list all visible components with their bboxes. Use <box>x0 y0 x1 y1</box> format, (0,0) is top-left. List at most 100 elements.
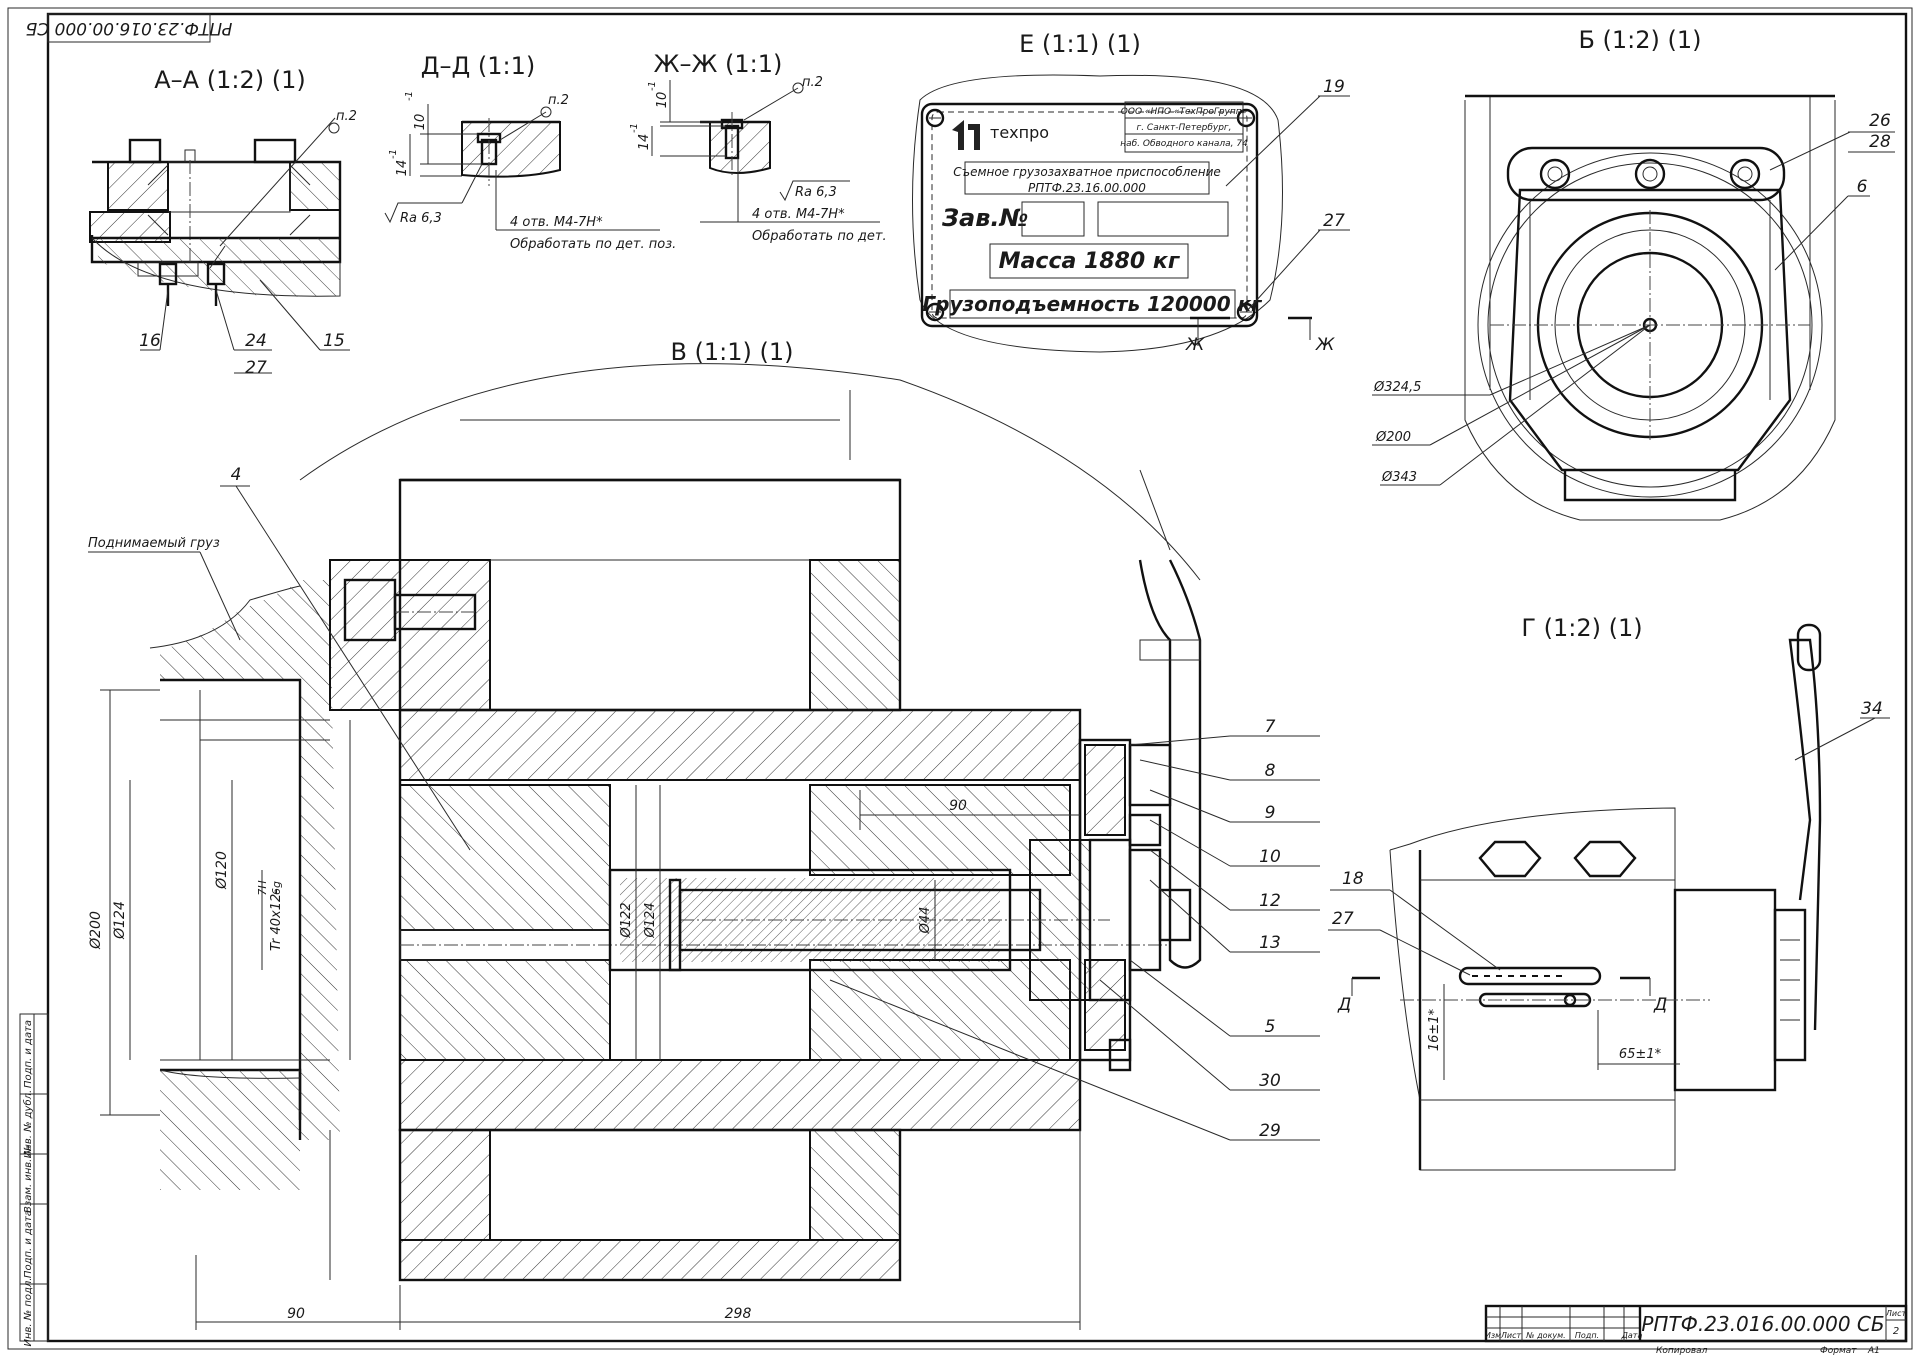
b-pos-26: 26 <box>1869 111 1891 131</box>
dim-d200: Ø200 <box>88 911 104 950</box>
cut-zh-left: Ж <box>1185 335 1205 355</box>
b-pos-28: 28 <box>1869 132 1891 152</box>
strip-label-5: Инв. № подл. <box>23 1278 34 1347</box>
aa-pos-15: 15 <box>323 331 345 351</box>
view-g: Г (1:2) (1) 34 18 27 Д <box>1328 614 1890 1171</box>
plate-org1: ООО «НПО «ТехПроГрупп» <box>1121 107 1247 117</box>
b-dim-343: Ø343 <box>1381 470 1417 485</box>
v-pos-8: 8 <box>1265 761 1276 781</box>
plate-name2: РПТФ.23.16.00.000 <box>1028 181 1146 195</box>
tb-sheet-no: 2 <box>1893 1326 1899 1337</box>
view-zhzh-title: Ж–Ж (1:1) <box>654 50 783 78</box>
sheet-frame <box>7 7 1913 1350</box>
dim-d124b: Ø124 <box>643 902 658 938</box>
plate-org2: г. Санкт-Петербург, <box>1136 123 1231 133</box>
nameplate <box>920 102 1259 328</box>
cut-zh-right: Ж <box>1315 335 1335 355</box>
plate-zav: Зав.№ <box>941 204 1028 232</box>
b-dim-324: Ø324,5 <box>1373 380 1421 395</box>
tb-col-doc: № докум. <box>1525 1331 1565 1340</box>
strip-label-3: Взам. инв. № <box>23 1145 34 1213</box>
plate-capacity: Грузоподъемность 120000 кг <box>922 292 1262 316</box>
zh-ra: Ra 6,3 <box>795 185 837 200</box>
left-strip: Подп. и дата Инв. № дубл. Взам. инв. № П… <box>19 1013 49 1347</box>
view-b: Б (1:2) (1) 26 28 6 Ø324,5 Ø200 <box>1372 26 1895 521</box>
plate-logo: техпро <box>990 123 1049 142</box>
dd-tol-14: 14 <box>395 160 410 177</box>
corner-stamp-text: РПТФ.23.016.00.000 СБ <box>26 18 233 38</box>
cut-d-right: Д <box>1653 995 1667 1015</box>
zh-note-p2: п.2 <box>802 75 823 90</box>
aa-pos-24: 24 <box>245 331 267 351</box>
dim-tr: Tr 40x12- <box>269 889 284 951</box>
corner-stamp: РПТФ.23.016.00.000 СБ <box>26 13 233 43</box>
zh-machine: Обработать по дет. <box>752 229 887 244</box>
dd-machine: Обработать по дет. поз. <box>510 237 676 252</box>
v-pos-12: 12 <box>1259 891 1281 911</box>
aa-pos-16: 16 <box>139 331 161 351</box>
load-label: Поднимаемый груз <box>88 536 220 551</box>
plate-org3: наб. Обводного канала, 74 <box>1120 139 1248 149</box>
v-pos-13: 13 <box>1259 933 1281 953</box>
zh-tol-14: 14 <box>637 134 652 151</box>
tb-designation: РПТФ.23.016.00.000 СБ <box>1641 1312 1884 1336</box>
dd-tol-14-sup: -1 <box>388 149 399 159</box>
e-pos-27: 27 <box>1323 211 1345 231</box>
view-b-title: Б (1:2) (1) <box>1578 26 1701 54</box>
zh-holes: 4 отв. М4-7Н* <box>752 207 845 222</box>
strip-label-1: Подп. и дата <box>23 1020 34 1088</box>
dim-d122: Ø122 <box>619 902 634 938</box>
g-dim-65: 65±1* <box>1619 1047 1662 1062</box>
cut-d-left: Д <box>1337 995 1351 1015</box>
plate-mass: Масса 1880 кг <box>999 249 1181 274</box>
view-g-title: Г (1:2) (1) <box>1521 614 1642 642</box>
g-pos-34: 34 <box>1861 699 1883 719</box>
view-aa-title: А–А (1:2) (1) <box>154 66 305 94</box>
aa-pos-27: 27 <box>245 358 267 378</box>
tb-copied: Копировал <box>1656 1346 1708 1356</box>
tb-sheet-label: Лист <box>1885 1309 1907 1318</box>
g-pos-18: 18 <box>1342 869 1364 889</box>
aa-note-p2: п.2 <box>336 109 357 124</box>
view-v-title: В (1:1) (1) <box>670 338 793 366</box>
view-e: Е (1:1) (1) техпро ООО «НПО «ТехПроГрупп… <box>912 30 1350 355</box>
strip-label-2: Инв. № дубл. <box>22 1090 34 1158</box>
view-dd: Д–Д (1:1) 10 -1 14 -1 п.2 Ra 6,3 4 отв. … <box>384 52 676 252</box>
plate-name1: Съемное грузозахватное приспособление <box>953 165 1221 179</box>
tb-col-list: Лист <box>1500 1331 1522 1340</box>
g-dim-16: 16±1* <box>1427 1008 1442 1051</box>
dim-tr-tol1: 7H <box>256 880 269 895</box>
v-position-leaders-right: 7 8 9 10 12 13 5 30 29 <box>829 717 1320 1141</box>
dim-l298: 298 <box>725 1306 752 1322</box>
b-dim-200: Ø200 <box>1375 430 1411 445</box>
tb-format-label: Формат <box>1820 1346 1857 1356</box>
v-pos-5: 5 <box>1265 1017 1276 1037</box>
dim-d44: Ø44 <box>918 907 933 935</box>
strip-label-4: Подп. и дата <box>23 1210 34 1278</box>
dd-ra: Ra 6,3 <box>400 211 442 226</box>
g-pos-27: 27 <box>1332 909 1354 929</box>
tb-col-izm: Изм <box>1485 1331 1501 1340</box>
v-pos-30: 30 <box>1259 1071 1281 1091</box>
dd-tol-10-sup: -1 <box>404 91 415 101</box>
tb-format: A1 <box>1867 1346 1880 1356</box>
tb-col-date: Дата <box>1621 1331 1643 1340</box>
dim-l90b: 90 <box>287 1306 305 1322</box>
zh-tol-10: 10 <box>655 92 670 109</box>
logo-icon <box>952 120 980 150</box>
dd-note-p2: п.2 <box>548 93 569 108</box>
b-pos-6: 6 <box>1857 177 1868 197</box>
dim-l90: 90 <box>949 798 967 814</box>
v-pos-7: 7 <box>1265 717 1276 737</box>
view-dd-title: Д–Д (1:1) <box>421 52 535 80</box>
v-pos-9: 9 <box>1265 803 1276 823</box>
dim-d124: Ø124 <box>112 901 128 940</box>
view-aa: А–А (1:2) (1) п.2 16 24 27 15 <box>89 66 357 378</box>
zh-tol-14-sup: -1 <box>629 123 640 133</box>
v-pos-4: 4 <box>231 465 242 485</box>
tb-col-sign: Подп. <box>1575 1331 1599 1340</box>
dim-d120: Ø120 <box>214 851 230 890</box>
title-block: Изм Лист № докум. Подп. Дата РПТФ.23.016… <box>1484 1304 1908 1356</box>
v-pos-10: 10 <box>1259 847 1281 867</box>
